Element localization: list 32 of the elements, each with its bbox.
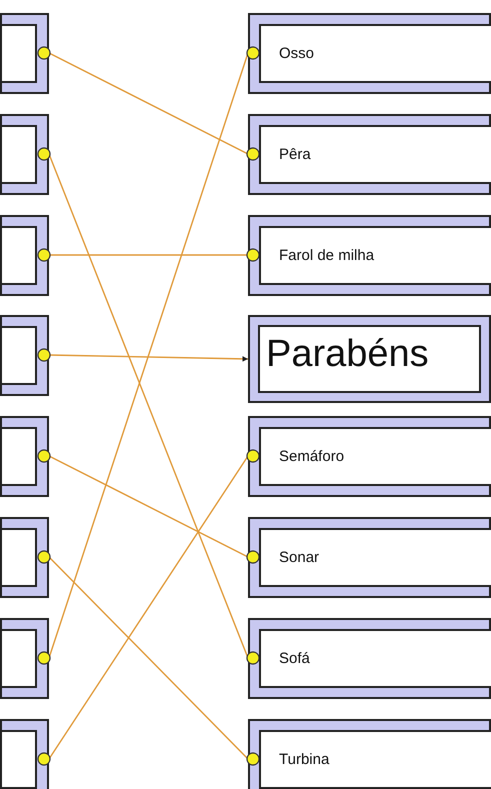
label-box	[248, 416, 491, 497]
empty-box	[0, 114, 49, 195]
box-label: Parabéns	[266, 333, 429, 376]
label-box	[248, 215, 491, 296]
empty-box	[0, 315, 49, 396]
box-label: Pêra	[279, 146, 311, 163]
label-box	[248, 618, 491, 699]
empty-box	[0, 416, 49, 497]
empty-box	[0, 517, 49, 598]
box-label: Farol de milha	[279, 247, 374, 264]
connector-line	[48, 456, 249, 760]
label-box	[248, 114, 491, 195]
connector-line	[48, 52, 249, 658]
empty-box	[0, 618, 49, 699]
connector-line	[48, 455, 248, 558]
connector-line	[48, 154, 249, 658]
label-box	[248, 517, 491, 598]
connector-line	[48, 354, 248, 362]
empty-box	[0, 13, 49, 94]
connector-line	[48, 52, 248, 155]
label-box	[248, 315, 491, 403]
connector-line	[48, 556, 248, 760]
empty-box	[0, 215, 49, 296]
box-label: Sonar	[279, 549, 320, 566]
label-box	[248, 719, 491, 789]
box-label: Turbina	[279, 751, 330, 768]
box-label: Osso	[279, 45, 314, 62]
box-label: Sofá	[279, 650, 310, 667]
empty-box	[0, 719, 49, 789]
connector-line	[49, 254, 248, 256]
label-box	[248, 13, 491, 94]
box-label: Semáforo	[279, 448, 344, 465]
